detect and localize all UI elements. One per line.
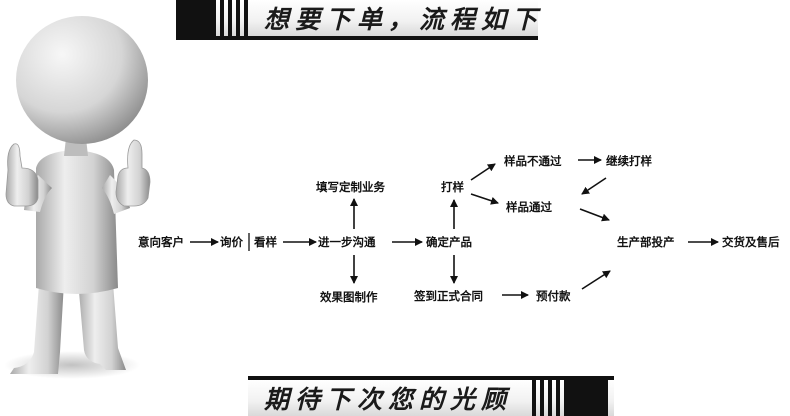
node-inquiry-price: 询价: [220, 235, 243, 249]
node-delivery: 交货及售后: [722, 235, 780, 249]
arrow-pass-to-production: [579, 208, 610, 222]
arrow-back-to-sample-pass: [581, 177, 607, 195]
node-sample-fail: 样品不通过: [504, 154, 562, 168]
node-inquiry-customer: 意向客户: [138, 235, 184, 249]
node-confirm-product: 确定产品: [426, 235, 472, 249]
node-communicate: 进一步沟通: [318, 235, 376, 249]
bottom-banner: 期待下次您的光顾: [248, 376, 614, 416]
node-fill-order: 填写定制业务: [316, 180, 385, 194]
node-prepayment: 预付款: [536, 289, 571, 303]
top-banner: 想要下单，流程如下: [176, 0, 538, 40]
top-banner-title: 想要下单，流程如下: [264, 5, 544, 34]
arrow-to-sample-fail: [470, 163, 496, 181]
node-production: 生产部投产: [617, 235, 675, 249]
node-sample-pass: 样品通过: [506, 200, 552, 214]
thumbs-up-figure-icon: [4, 16, 151, 379]
node-continue-proofing: 继续打样: [606, 154, 652, 168]
banner-stripes: [528, 380, 609, 416]
node-view-samples: 看样: [254, 235, 277, 249]
node-effect-drawing: 效果图制作: [320, 290, 378, 304]
arrow-to-sample-pass: [470, 193, 499, 205]
node-sign-contract: 签到正式合同: [414, 289, 483, 303]
node-proofing: 打样: [441, 180, 464, 194]
bottom-banner-title: 期待下次您的光顾: [264, 385, 513, 414]
banner-stripes: [176, 0, 248, 36]
arrow-prepay-to-production: [581, 270, 611, 290]
